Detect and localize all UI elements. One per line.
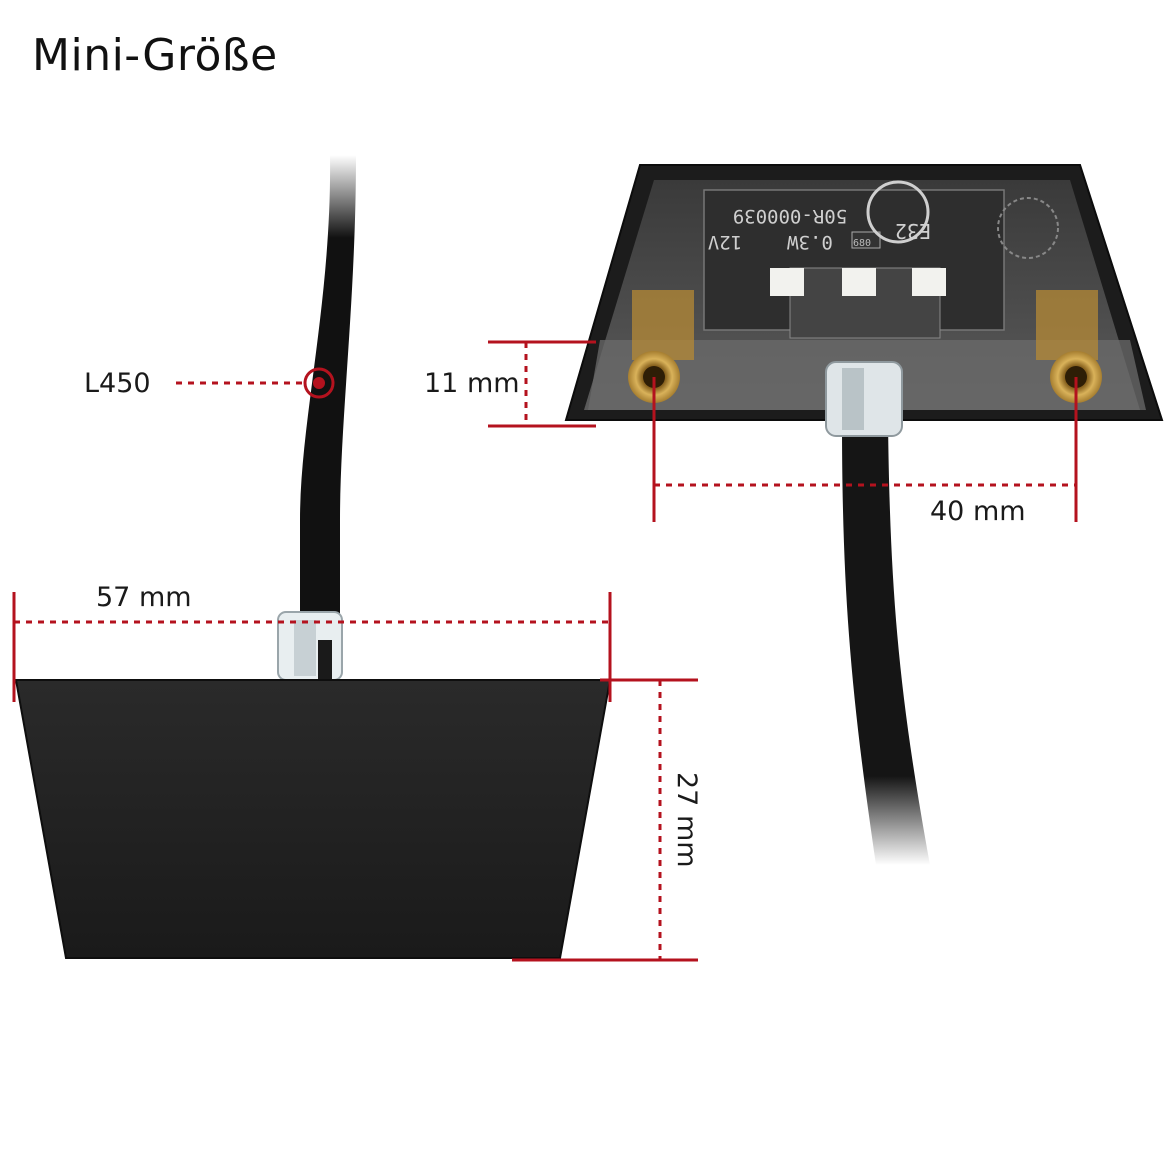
width-label: 57 mm bbox=[96, 582, 192, 613]
marking-voltage: 12V bbox=[708, 231, 742, 253]
housing-left bbox=[14, 679, 612, 959]
cable-length-label: L450 bbox=[84, 368, 151, 399]
approval-circle bbox=[866, 180, 930, 244]
hole-spacing-label: 40 mm bbox=[930, 496, 1026, 527]
marking-e32: E32 bbox=[895, 219, 931, 243]
marking-power: 0.3W bbox=[787, 231, 833, 253]
depth-label: 27 mm bbox=[671, 772, 702, 868]
marking-approval: 50R-000039 bbox=[733, 205, 847, 227]
page-title: Mini-Größe bbox=[32, 30, 278, 81]
cable-left bbox=[300, 155, 356, 615]
led-3 bbox=[912, 268, 946, 296]
height-front-label: 11 mm bbox=[424, 368, 520, 399]
led-2 bbox=[842, 268, 876, 296]
resistor bbox=[851, 231, 881, 249]
marking-resistor: 680 bbox=[853, 238, 871, 249]
cable-right bbox=[842, 420, 930, 865]
led-1 bbox=[770, 268, 804, 296]
cable-length-marker bbox=[303, 367, 335, 399]
